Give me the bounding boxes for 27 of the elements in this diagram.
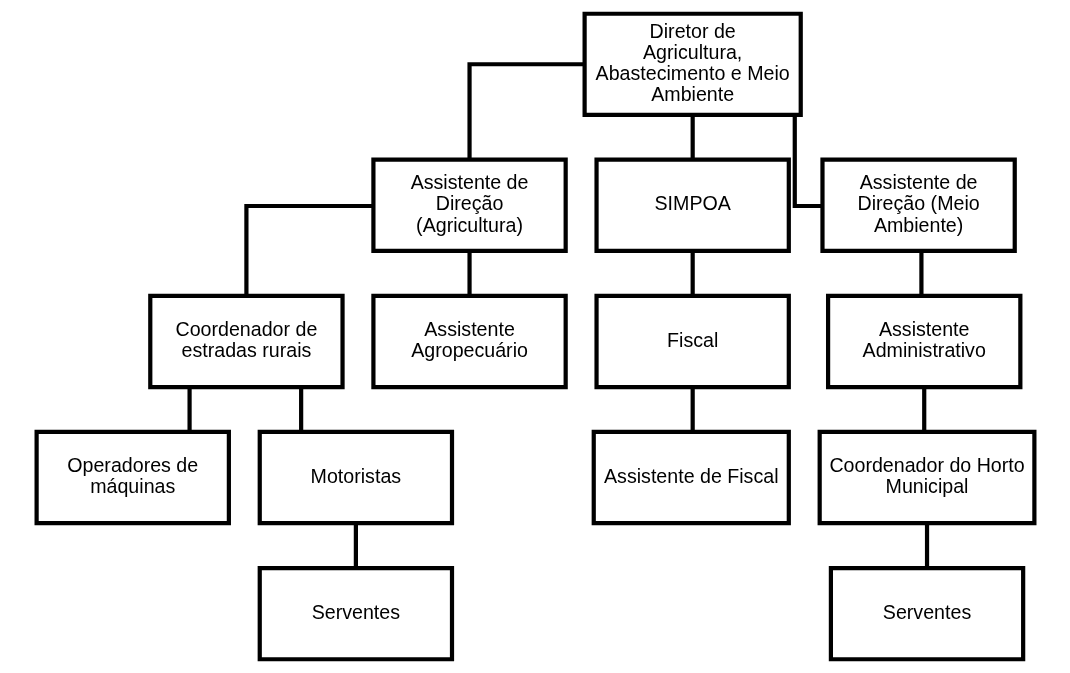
connector [243, 203, 373, 296]
node-box: Assistente de Direção (Meio Ambiente) [819, 157, 1017, 253]
node-box: Motoristas [257, 429, 454, 526]
node-box: Assistente Administrativo [825, 293, 1022, 390]
node-box: Coordenador de estradas rurais [147, 293, 345, 390]
node-box: Diretor de Agricultura, Abastecimento e Meio Ambiente [582, 11, 803, 117]
connector [924, 523, 929, 568]
connector [298, 387, 303, 432]
connector [353, 523, 358, 568]
connector [690, 387, 695, 432]
node-box: Assistente de Fiscal [591, 429, 791, 526]
connector [466, 62, 584, 160]
connector [918, 251, 924, 296]
node-box: Assistente de Direção (Agricultura) [370, 157, 568, 253]
node-box: Fiscal [593, 293, 791, 390]
connector [921, 387, 926, 432]
connector [690, 115, 695, 160]
connector [466, 251, 472, 296]
node-box: Serventes [828, 565, 1025, 662]
connector [792, 115, 822, 209]
connector [186, 387, 192, 432]
node-box: Serventes [257, 565, 454, 662]
node-box: SIMPOA [593, 157, 791, 253]
connector [690, 251, 695, 296]
node-box: Operadores de máquinas [34, 429, 231, 526]
node-box: Coordenador do Horto Municipal [817, 429, 1036, 526]
node-box: Assistente Agropecuário [370, 293, 568, 390]
